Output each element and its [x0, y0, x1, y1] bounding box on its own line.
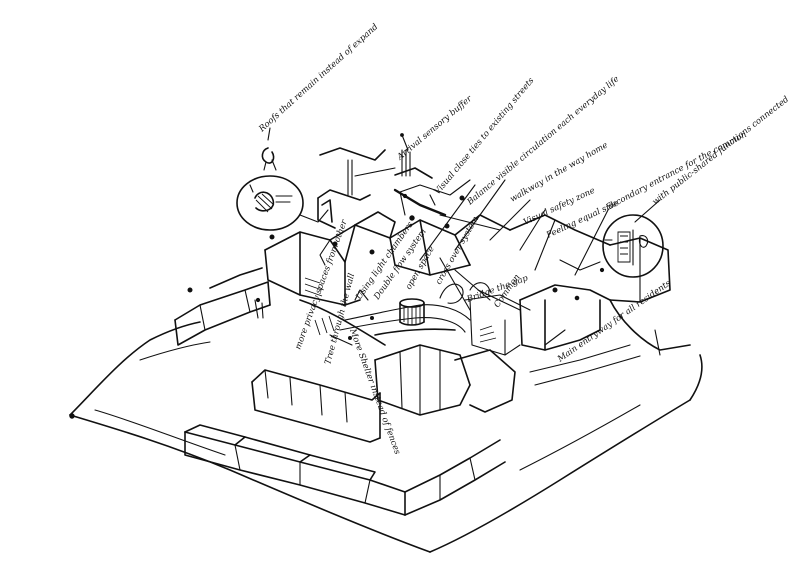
detail-bubble-right [602, 214, 664, 278]
note-visual-close: Visual close ties to existing streets [433, 75, 537, 196]
note-main-entry: Main entryway for all residents [555, 278, 673, 365]
building-left-terrace [174, 267, 271, 346]
site-boundary [69, 234, 703, 553]
note-public-shared: with public-shared functions connected [651, 94, 792, 207]
note-roof-top: Roofs that remain instead of expand [257, 22, 381, 135]
building-row-lower-left [184, 424, 506, 516]
building-central [389, 149, 511, 276]
building-left-centre [264, 147, 396, 306]
annotations: Roofs that remain instead of expand Arri… [257, 22, 792, 457]
building-row-middle [251, 344, 516, 443]
detail-bubble-left [236, 175, 333, 231]
leader-lines [329, 133, 661, 346]
courtyard [299, 282, 491, 346]
figure-icon [261, 127, 277, 171]
building-right [464, 214, 691, 386]
note-cross: cross over system [434, 215, 481, 287]
note-daily-life: Balance visible circulation each everyda… [465, 74, 622, 208]
note-arrival: Arrival sensory buffer [395, 93, 475, 162]
